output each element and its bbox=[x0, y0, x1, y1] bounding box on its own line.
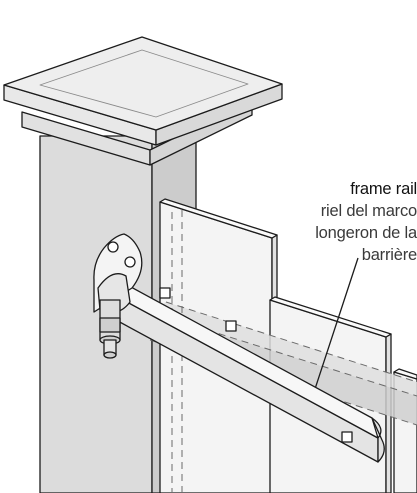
callout-leader-line bbox=[313, 257, 359, 393]
hinge-pin bbox=[93, 233, 143, 359]
callout-label-spanish: riel del marco bbox=[320, 202, 417, 220]
strap-screw-hole bbox=[159, 287, 171, 299]
callout-label-english: frame rail bbox=[350, 180, 417, 198]
strap-screw-hole bbox=[225, 320, 237, 332]
strap-screw-hole bbox=[341, 431, 353, 443]
callout-label-french-line2: barrière bbox=[361, 246, 417, 264]
frame-rail-callout: frame rail riel del marco longeron de la… bbox=[217, 178, 417, 266]
post-cap bbox=[3, 36, 283, 166]
callout-label-french-line1: longeron de la bbox=[315, 224, 417, 242]
